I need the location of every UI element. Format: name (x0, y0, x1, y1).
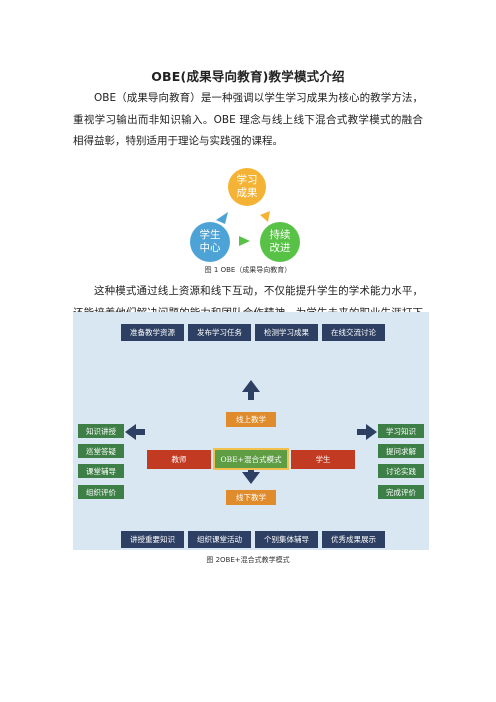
right-box-4: 完成评价 (378, 485, 424, 499)
student-center-label: 学生 中心 (199, 229, 221, 254)
top-box-3: 检测学习成果 (255, 324, 318, 341)
student-center-circle: 学生 中心 (190, 222, 230, 262)
left-box-4: 组织评价 (78, 485, 124, 499)
right-box-2: 提问求解 (378, 444, 424, 458)
intro-paragraph: OBE（成果导向教育）是一种强调以学生学习成果为核心的教学方法，重视学习输出而非… (73, 92, 423, 147)
continuous-improvement-label: 持续 改进 (269, 229, 291, 254)
bottom-box-4: 优秀成果展示 (322, 531, 385, 548)
online-teaching-box: 线上教学 (226, 412, 276, 427)
student-box: 学生 (291, 450, 355, 469)
arrow-up (242, 380, 260, 400)
right-box-1: 学习知识 (378, 424, 424, 438)
bottom-box-3: 个别集体辅导 (255, 531, 318, 548)
teacher-box: 教师 (147, 450, 211, 469)
document-title: OBE(成果导向教育)教学模式介绍 (151, 69, 345, 84)
obe-cycle-diagram: 学习 成果 学生 中心 持续 改进 (190, 168, 300, 264)
arrow-down (242, 464, 260, 484)
left-box-1: 知识讲授 (78, 424, 124, 438)
left-box-2: 巡堂答疑 (78, 444, 124, 458)
arrow-right-to-left (239, 236, 250, 246)
bottom-box-1: 讲授重要知识 (121, 531, 184, 548)
diagram-arrows (125, 380, 377, 484)
obe-blended-diagram: 准备教学资源 发布学习任务 检测学习成果 在线交流讨论 线上教学 线下教学 教师… (73, 312, 429, 550)
left-box-3: 课堂辅导 (78, 464, 124, 478)
offline-teaching-box: 线下教学 (226, 490, 276, 505)
arrow-right (357, 424, 377, 440)
top-box-4: 在线交流讨论 (322, 324, 385, 341)
bottom-box-2: 组织课堂活动 (188, 531, 251, 548)
right-box-3: 讨论实践 (378, 464, 424, 478)
learning-outcome-circle: 学习 成果 (228, 168, 266, 206)
obe-blended-center-box: OBE+混合式模式 (213, 448, 289, 470)
arrow-top-to-right (260, 211, 270, 222)
arrow-left (125, 424, 145, 440)
figure1-caption: 图 1 OBE（成果导向教育） (204, 266, 292, 274)
top-box-1: 准备教学资源 (121, 324, 184, 341)
cycle-arrows (216, 211, 270, 246)
top-box-2: 发布学习任务 (188, 324, 251, 341)
figure2-caption: 图 2OBE+混合式教学模式 (206, 556, 290, 564)
continuous-improvement-circle: 持续 改进 (260, 222, 300, 262)
arrow-left-to-top (216, 212, 228, 224)
learning-outcome-label: 学习 成果 (236, 174, 258, 199)
